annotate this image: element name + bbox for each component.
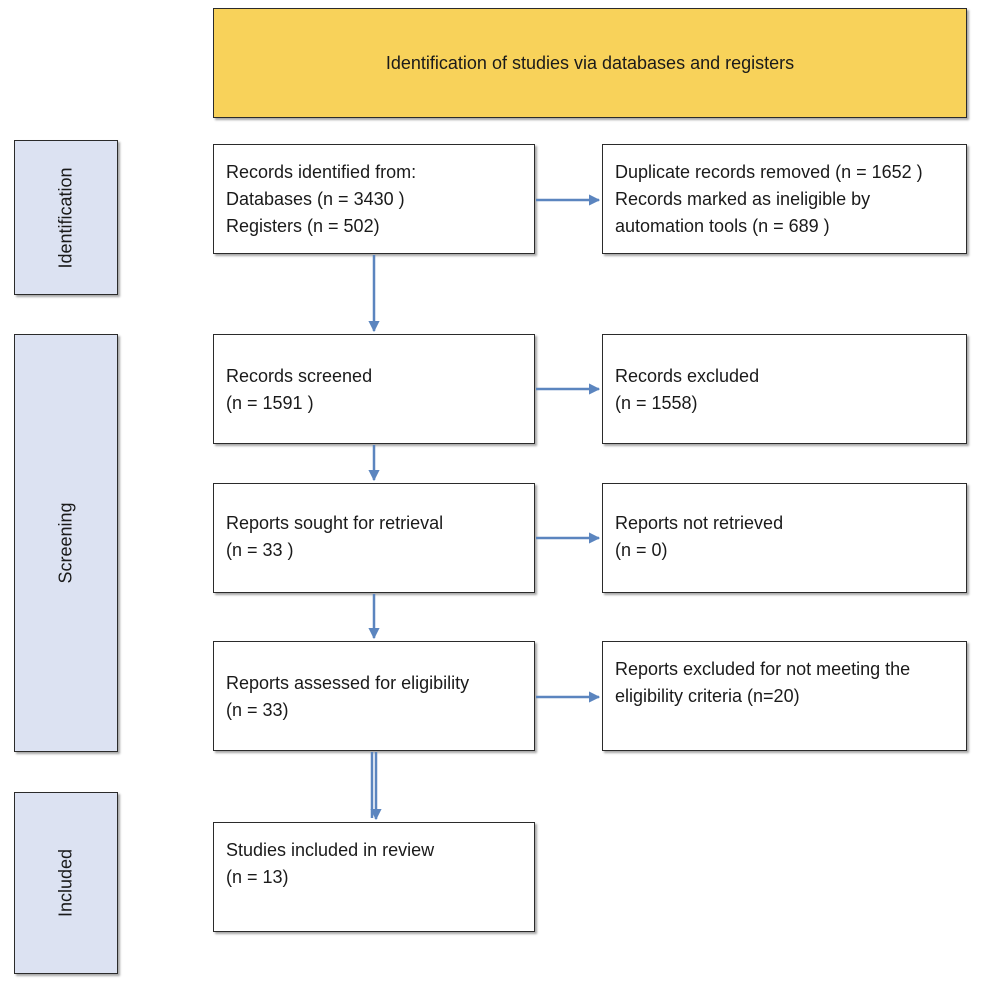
phase-identification: Identification: [14, 140, 118, 295]
phase-screening: Screening: [14, 334, 118, 752]
records-screened-line-2: (n = 1591 ): [226, 393, 314, 413]
header-title: Identification of studies via databases …: [385, 52, 795, 73]
reports-not-retrieved-line-2: (n = 0): [615, 540, 668, 560]
reports-assessed-box: Reports assessed for eligibility (n = 33…: [213, 641, 535, 751]
records-identified-line-2: Databases (n = 3430 ): [226, 189, 405, 209]
reports-assessed-line-2: (n = 33): [226, 700, 289, 720]
records-excluded-line-2: (n = 1558): [615, 393, 698, 413]
studies-included-line-2: (n = 13): [226, 867, 289, 887]
reports-not-retrieved-box: Reports not retrieved (n = 0): [602, 483, 967, 593]
records-removed-box: Duplicate records removed (n = 1652 ) Re…: [602, 144, 967, 254]
records-identified-box: Records identified from: Databases (n = …: [213, 144, 535, 254]
reports-assessed-line-1: Reports assessed for eligibility: [226, 673, 470, 693]
records-screened-box: Records screened (n = 1591 ): [213, 334, 535, 444]
reports-sought-box: Reports sought for retrieval (n = 33 ): [213, 483, 535, 593]
reports-excluded-eligibility-box: Reports excluded for not meeting the eli…: [602, 641, 967, 751]
reports-sought-line-1: Reports sought for retrieval: [226, 513, 444, 533]
studies-included-line-1: Studies included in review: [226, 840, 435, 860]
records-removed-line-1: Duplicate records removed (n = 1652 ): [615, 162, 923, 182]
studies-included-box: Studies included in review (n = 13): [213, 822, 535, 932]
records-identified-line-3: Registers (n = 502): [226, 216, 380, 236]
records-identified-line-1: Records identified from:: [226, 162, 417, 182]
header-box: Identification of studies via databases …: [213, 8, 967, 118]
reports-excluded-eligibility-line-2: eligibility criteria (n=20): [615, 686, 800, 706]
reports-not-retrieved-line-1: Reports not retrieved: [615, 513, 784, 533]
phase-included: Included: [14, 792, 118, 974]
records-removed-line-2: Records marked as ineligible by: [615, 189, 871, 209]
reports-excluded-eligibility-line-1: Reports excluded for not meeting the: [615, 659, 911, 679]
records-removed-line-3: automation tools (n = 689 ): [615, 216, 830, 236]
records-excluded-box: Records excluded (n = 1558): [602, 334, 967, 444]
records-excluded-line-1: Records excluded: [615, 366, 760, 386]
reports-sought-line-2: (n = 33 ): [226, 540, 294, 560]
records-screened-line-1: Records screened: [226, 366, 373, 386]
